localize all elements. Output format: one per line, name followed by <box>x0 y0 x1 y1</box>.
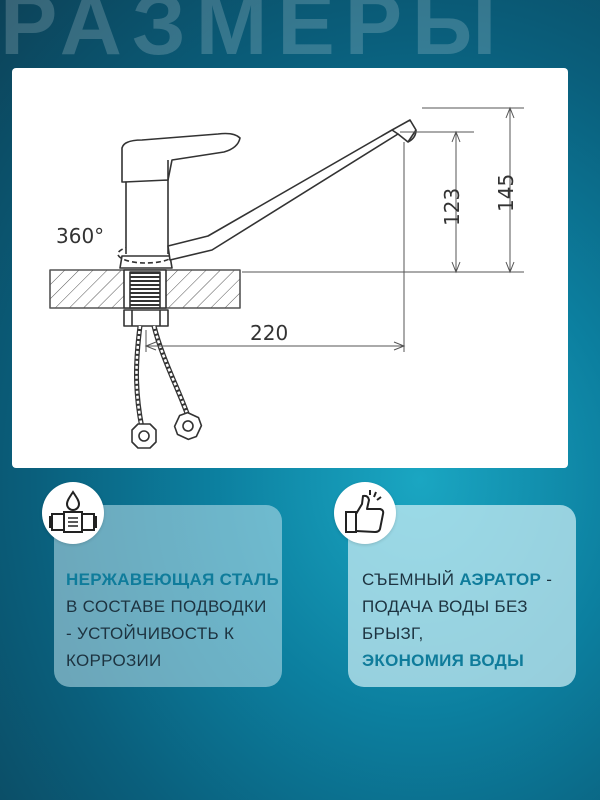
feature-highlight-stainless: НЕРЖАВЕЮЩАЯ СТАЛЬ <box>66 570 279 589</box>
feature-prefix: СЪЕМНЫЙ <box>362 570 460 589</box>
reach-220-label: 220 <box>250 321 288 345</box>
faucet-dimension-drawing: 360° 123 145 220 <box>49 106 524 449</box>
feature-highlight-economy: ЭКОНОМИЯ ВОДЫ <box>362 651 525 670</box>
feature-highlight-aerator: АЭРАТОР <box>459 570 542 589</box>
feature-text-aerator: СЪЕМНЫЙ АЭРАТОР - ПОДАЧА ВОДЫ БЕЗ БРЫЗГ,… <box>362 566 582 674</box>
feature-suffix: - <box>541 570 553 589</box>
height-123-label: 123 <box>440 188 464 226</box>
height-145-label: 145 <box>494 174 518 212</box>
feature-line: ПОДАЧА ВОДЫ БЕЗ <box>362 597 528 616</box>
rotation-label: 360° <box>56 224 104 248</box>
mounting-thread <box>129 271 161 309</box>
feature-line: В СОСТАВЕ ПОДВОДКИ <box>66 597 267 616</box>
feature-line: КОРРОЗИИ <box>66 651 162 670</box>
feature-line: БРЫЗГ, <box>362 624 424 643</box>
feature-line-first: СЪЕМНЫЙ АЭРАТОР - <box>362 566 582 593</box>
page-title: РАЗМЕРЫ <box>0 0 507 73</box>
feature-line: - УСТОЙЧИВОСТЬ К <box>66 624 235 643</box>
dimension-drawing-card: 360° 123 145 220 <box>12 68 568 468</box>
feature-text-stainless: НЕРЖАВЕЮЩАЯ СТАЛЬ В СОСТАВЕ ПОДВОДКИ - У… <box>66 566 281 674</box>
thumbs-up-icon <box>334 482 396 544</box>
stainless-pipe-drop-icon <box>42 482 104 544</box>
